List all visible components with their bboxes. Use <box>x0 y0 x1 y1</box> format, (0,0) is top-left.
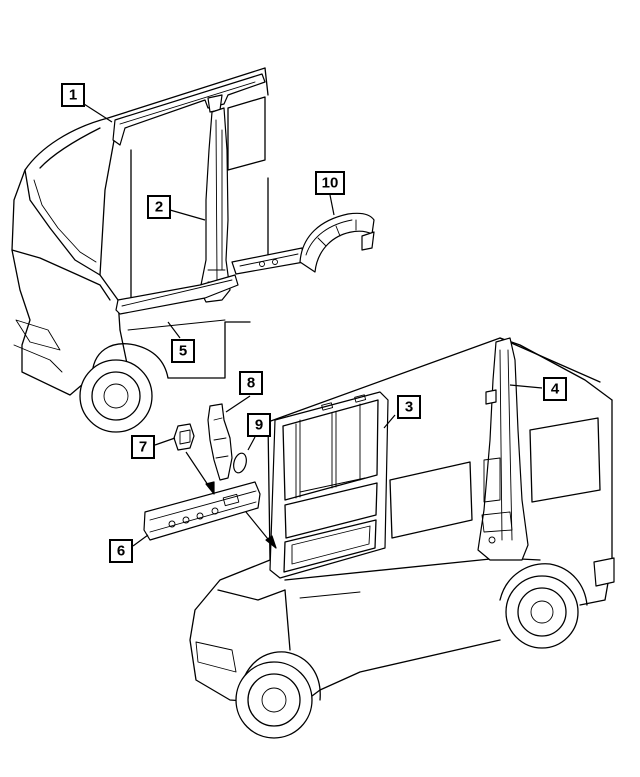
lower-van-front-wheel <box>235 661 313 739</box>
callout-10-label: 10 <box>322 175 339 192</box>
callout-1: 1 <box>61 83 85 107</box>
callout-1-label: 1 <box>69 87 77 104</box>
callout-5: 5 <box>171 339 195 363</box>
part-6-sill-panel <box>143 481 261 541</box>
part-7-bracket <box>173 423 195 451</box>
part-9-plug <box>233 452 247 474</box>
callout-5-label: 5 <box>179 343 187 360</box>
callout-10: 10 <box>315 171 345 195</box>
part-4-rear-pillar <box>477 337 529 561</box>
rear-lower-rail <box>231 247 305 275</box>
upper-van-front-wheel <box>79 359 153 433</box>
callout-7-label: 7 <box>139 439 147 456</box>
callout-9-label: 9 <box>255 417 263 434</box>
callout-7: 7 <box>131 435 155 459</box>
part-5-sill-rail <box>115 274 239 331</box>
part-1-roof-frame <box>112 73 266 146</box>
callout-6: 6 <box>109 539 133 563</box>
callout-6-label: 6 <box>117 543 125 560</box>
leader-lines <box>83 103 543 549</box>
callout-2: 2 <box>147 195 171 219</box>
callout-9: 9 <box>247 413 271 437</box>
upper-van-body <box>11 67 269 396</box>
lower-van-body <box>189 337 615 706</box>
part-2-b-pillar <box>199 107 231 303</box>
part-10-wheel-housing <box>299 212 375 273</box>
callout-3-label: 3 <box>405 399 413 416</box>
callout-4-label: 4 <box>551 381 560 398</box>
lower-van-rear-wheel <box>505 575 579 649</box>
callout-3: 3 <box>397 395 421 419</box>
callout-8-label: 8 <box>247 375 255 392</box>
part-8-reinforcement <box>207 403 233 481</box>
callout-2-label: 2 <box>155 199 163 216</box>
callout-8: 8 <box>239 371 263 395</box>
part-3-door-frame <box>269 391 389 579</box>
callout-4: 4 <box>543 377 567 401</box>
